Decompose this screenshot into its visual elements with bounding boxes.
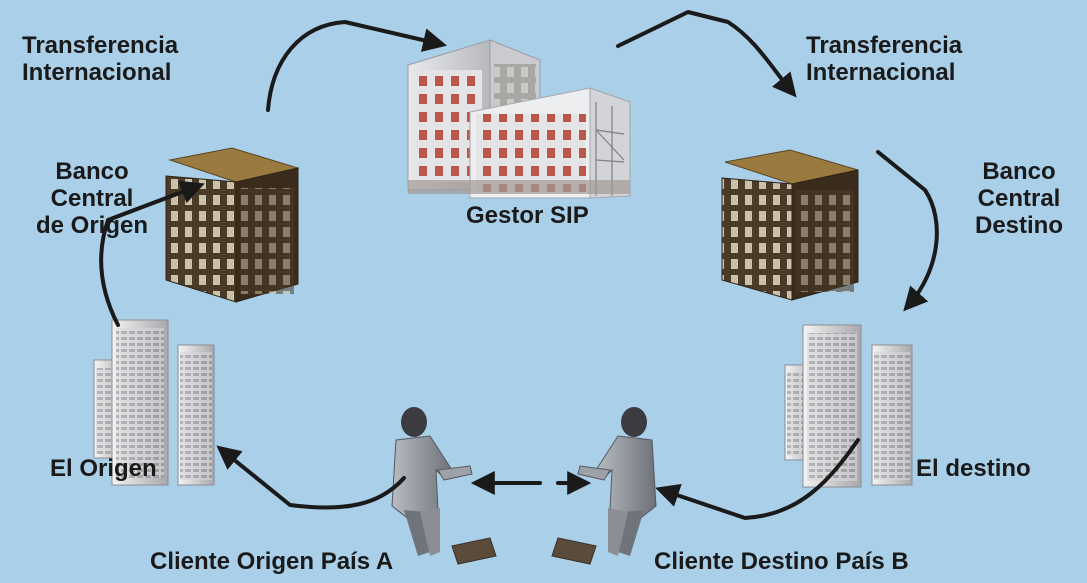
cliente-origen-figure-icon (391, 407, 497, 565)
transfer-left-line-1: Transferencia (22, 32, 179, 59)
central-destino-building-icon (721, 149, 859, 301)
transfer-right-label: Transferencia Internacional (806, 32, 962, 86)
central-origen-line-3: de Origen (35, 212, 149, 239)
cliente-origen-label: Cliente Origen País A (150, 548, 393, 575)
origen-label: El Origen (50, 455, 157, 482)
central-destino-line-2: Central (977, 185, 1061, 212)
arrow-destino-to-cliente-destino (655, 438, 860, 520)
arrow-gestor-to-transfer-right (616, 10, 797, 98)
transfer-right-line-1: Transferencia (806, 32, 963, 59)
arrow-cliente-origen-to-origen (216, 445, 406, 510)
destino-towers-icon (784, 324, 913, 488)
central-origen-line-2: Central (50, 185, 134, 212)
gestor-label: Gestor SIP (466, 202, 589, 229)
central-destino-label: Banco Central Destino (958, 158, 1080, 239)
central-origen-line-1: Banco (55, 158, 129, 185)
gestor-building-icon (407, 39, 631, 199)
central-destino-line-3: Destino (974, 212, 1063, 239)
destino-label: El destino (916, 455, 1031, 482)
origen-line-1: El Origen (50, 455, 157, 482)
central-origen-building-icon (165, 147, 300, 303)
transfer-left-line-2: Internacional (22, 59, 172, 86)
transfer-right-line-2: Internacional (806, 59, 956, 86)
central-origen-label: Banco Central de Origen (16, 158, 168, 239)
central-destino-line-1: Banco (982, 158, 1056, 185)
cliente-destino-line-1: Cliente Destino País B (654, 548, 909, 575)
destino-line-1: El destino (916, 455, 1031, 482)
cliente-origen-line-1: Cliente Origen País A (150, 548, 394, 575)
arrow-central-origen-to-gestor (266, 20, 448, 112)
cliente-destino-figure-icon (551, 407, 657, 565)
gestor-line-1: Gestor SIP (466, 202, 589, 229)
transfer-left-label: Transferencia Internacional (22, 32, 178, 86)
arrow-origen-to-central-origen (99, 180, 205, 327)
origen-towers-icon (93, 319, 215, 486)
arrow-transfer-to-central-destino (876, 150, 939, 312)
cliente-destino-label: Cliente Destino País B (654, 548, 909, 575)
